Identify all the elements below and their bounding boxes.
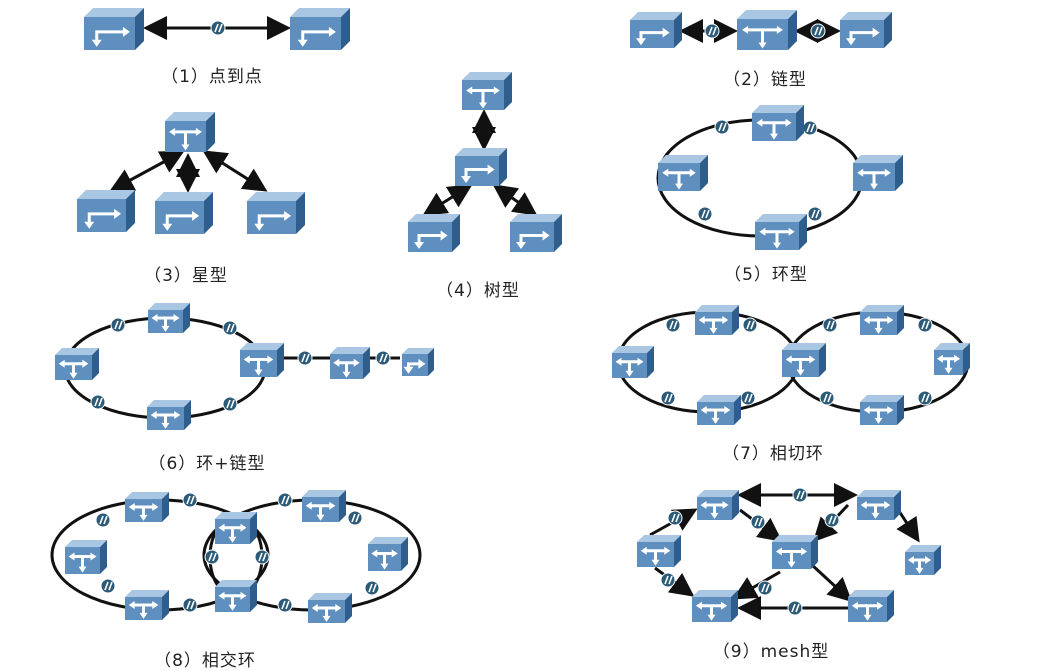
switch-device-icon bbox=[247, 192, 305, 234]
link-connector-icon bbox=[222, 320, 238, 336]
switch-device-icon bbox=[155, 192, 213, 234]
link-connector-icon bbox=[204, 549, 220, 565]
link-connector-icon bbox=[222, 396, 238, 412]
router-device-icon bbox=[125, 492, 169, 522]
router-device-icon bbox=[782, 343, 826, 377]
link-connector-icon bbox=[750, 514, 766, 530]
link-connector-icon bbox=[810, 23, 826, 39]
router-device-icon bbox=[215, 580, 257, 612]
link-line bbox=[732, 570, 781, 600]
link-connector-icon bbox=[802, 120, 818, 136]
router-device-icon bbox=[934, 343, 970, 375]
label-chain: （2）链型 bbox=[723, 70, 807, 90]
router-device-icon bbox=[752, 105, 804, 141]
link-connector-icon bbox=[90, 394, 106, 410]
router-device-icon bbox=[125, 590, 169, 620]
router-device-icon bbox=[147, 400, 191, 430]
link-connector-icon bbox=[95, 512, 111, 528]
link-connector-icon bbox=[277, 492, 293, 508]
link-connector-icon bbox=[182, 597, 198, 613]
label-point-to-point: （1）点到点 bbox=[161, 67, 263, 87]
router-device-icon bbox=[860, 305, 904, 335]
link-line bbox=[202, 150, 268, 192]
router-device-icon bbox=[860, 395, 904, 425]
switch-device-icon bbox=[630, 12, 682, 48]
link-connector-icon bbox=[757, 580, 773, 596]
router-device-icon bbox=[697, 395, 741, 425]
link-connector-icon bbox=[667, 510, 683, 526]
link-connector-icon bbox=[297, 350, 313, 366]
switch-device-icon bbox=[290, 8, 350, 50]
link-connector-icon bbox=[697, 206, 713, 222]
label-star: （3）星型 bbox=[144, 266, 228, 286]
router-device-icon bbox=[165, 112, 215, 152]
link-line bbox=[492, 184, 538, 216]
router-device-icon bbox=[658, 155, 708, 191]
router-device-icon bbox=[857, 490, 901, 520]
link-connector-icon bbox=[364, 580, 380, 596]
router-device-icon bbox=[215, 512, 257, 544]
link-connector-icon bbox=[822, 317, 838, 333]
switch-device-icon bbox=[455, 148, 507, 186]
link-connector-icon bbox=[742, 317, 758, 333]
router-device-icon bbox=[330, 347, 370, 379]
link-connector-icon bbox=[787, 600, 803, 616]
label-mesh: （9）mesh型 bbox=[712, 642, 830, 662]
router-device-icon bbox=[772, 535, 818, 569]
router-device-icon bbox=[308, 593, 352, 623]
link-connector-icon bbox=[110, 317, 126, 333]
router-device-icon bbox=[905, 545, 941, 575]
link-line bbox=[422, 184, 473, 216]
link-connector-icon bbox=[277, 597, 293, 613]
link-connector-icon bbox=[660, 572, 676, 588]
link-line bbox=[810, 563, 853, 603]
router-device-icon bbox=[368, 537, 408, 571]
router-device-icon bbox=[692, 590, 738, 622]
router-device-icon bbox=[755, 214, 807, 250]
label-tangent-rings: （7）相切环 bbox=[722, 444, 824, 464]
link-connector-icon bbox=[665, 317, 681, 333]
link-connector-icon bbox=[660, 390, 676, 406]
router-device-icon bbox=[302, 490, 346, 522]
router-device-icon bbox=[697, 490, 739, 520]
link-connector-icon bbox=[824, 512, 840, 528]
link-connector-icon bbox=[347, 510, 363, 526]
link-connector-icon bbox=[254, 549, 270, 565]
router-device-icon bbox=[737, 10, 797, 50]
link-connector-icon bbox=[375, 350, 391, 366]
switch-device-icon bbox=[840, 12, 892, 48]
router-device-icon bbox=[240, 343, 284, 377]
link-connector-icon bbox=[917, 317, 933, 333]
router-device-icon bbox=[853, 155, 903, 191]
router-device-icon bbox=[148, 303, 190, 333]
switch-device-icon bbox=[408, 214, 460, 252]
router-device-icon bbox=[55, 348, 99, 380]
router-device-icon bbox=[848, 590, 894, 622]
link-connector-icon bbox=[917, 390, 933, 406]
label-ring: （5）环型 bbox=[724, 265, 808, 285]
link-line bbox=[109, 150, 185, 192]
label-intersecting-rings: （8）相交环 bbox=[154, 651, 256, 671]
link-connector-icon bbox=[807, 206, 823, 222]
link-connector-icon bbox=[740, 390, 756, 406]
router-device-icon bbox=[637, 535, 681, 567]
router-device-icon bbox=[612, 346, 654, 378]
link-connector-icon bbox=[704, 23, 720, 39]
label-ring-chain: （6）环+链型 bbox=[148, 454, 266, 474]
switch-device-icon bbox=[77, 190, 135, 232]
link-connector-icon bbox=[714, 119, 730, 135]
link-connector-icon bbox=[182, 492, 198, 508]
router-device-icon bbox=[462, 72, 512, 110]
link-connector-icon bbox=[210, 20, 226, 36]
link-connector-icon bbox=[100, 578, 116, 594]
link-connector-icon bbox=[792, 487, 808, 503]
switch-device-icon bbox=[510, 214, 562, 252]
router-device-icon bbox=[65, 540, 107, 574]
switch-device-icon bbox=[402, 348, 434, 376]
link-connector-icon bbox=[819, 390, 835, 406]
router-device-icon bbox=[695, 305, 739, 335]
label-tree: （4）树型 bbox=[436, 281, 520, 301]
switch-device-icon bbox=[84, 8, 144, 50]
